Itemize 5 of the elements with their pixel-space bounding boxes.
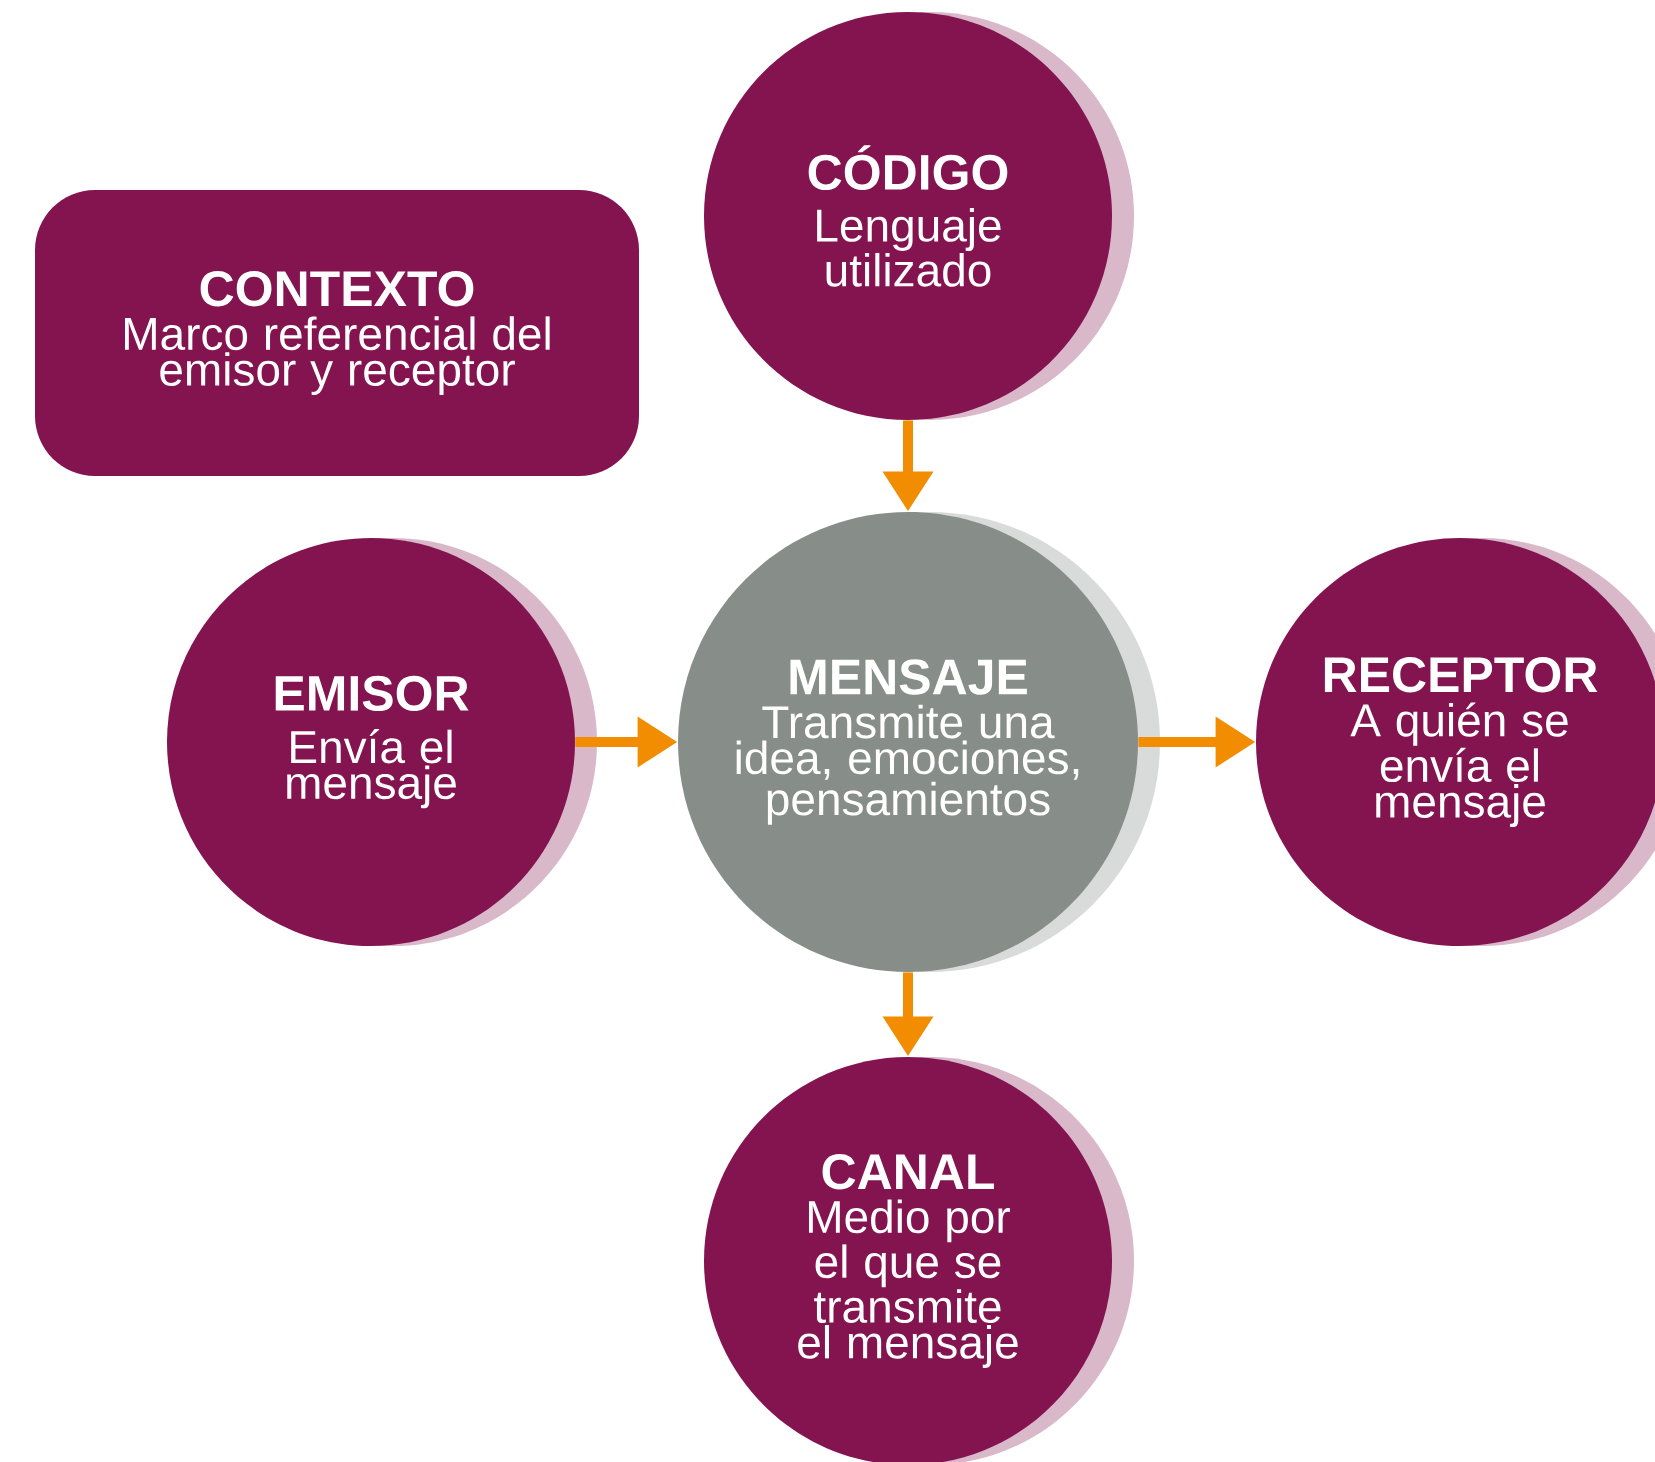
circle-node: CÓDIGO Lenguaje utilizado xyxy=(704,12,1134,420)
circle-node: CANAL Medio por el que se transmite el mensaje xyxy=(704,1057,1134,1462)
rounded-box: CONTEXTO Marco referencial del emisor y receptor xyxy=(35,190,639,476)
circle-node: MENSAJE Transmite una idea, emociones, pensamientos xyxy=(678,512,1160,972)
circle-node: EMISOR Envía el mensaje xyxy=(167,538,597,946)
